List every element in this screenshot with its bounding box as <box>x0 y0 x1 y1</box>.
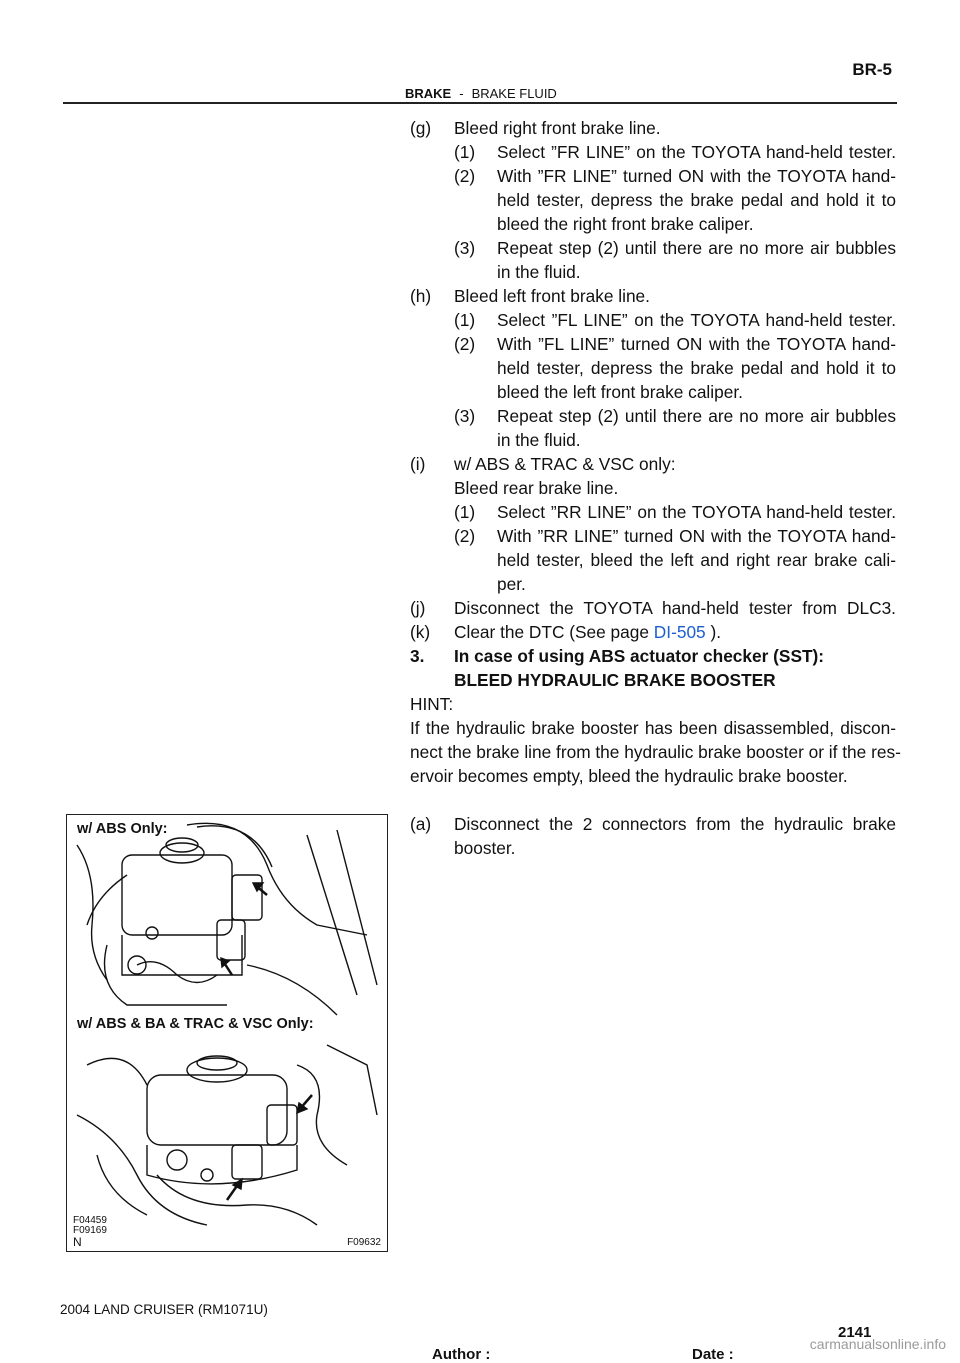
substep-label: (1) <box>454 502 476 522</box>
step-text: Bleed rear brake line. <box>454 478 619 498</box>
substep-label: (2) <box>454 166 476 186</box>
figure-label-abs-only: w/ ABS Only: <box>75 821 170 837</box>
substep-text: held tester, depress the brake pedal and… <box>497 190 896 210</box>
step-label: (i) <box>410 454 426 474</box>
substep-text: Select ”FL LINE” on the TOYOTA hand-held… <box>497 310 896 330</box>
hint-text: If the hydraulic brake booster has been … <box>410 718 896 738</box>
figure-code: N <box>73 1235 82 1249</box>
header-rule <box>63 102 897 104</box>
hint-label: HINT: <box>410 694 454 714</box>
substep-text: With ”FR LINE” turned ON with the TOYOTA… <box>497 166 896 186</box>
step-label: (a) <box>410 814 432 834</box>
step-label: (g) <box>410 118 432 138</box>
step-label: (j) <box>410 598 426 618</box>
substep-label: (1) <box>454 142 476 162</box>
step-text: booster. <box>454 838 516 858</box>
page-link-di505[interactable]: DI-505 <box>653 622 706 642</box>
figure-code: F09169 <box>73 1225 107 1236</box>
section-condition: In case of using ABS actuator checker (S… <box>454 646 825 666</box>
step-text: Disconnect the TOYOTA hand-held tester f… <box>454 598 896 618</box>
substep-text: Repeat step (2) until there are no more … <box>497 238 896 258</box>
section-heading: BLEED HYDRAULIC BRAKE BOOSTER <box>454 670 776 690</box>
substep-label: (2) <box>454 526 476 546</box>
substep-text: held tester, depress the brake pedal and… <box>497 358 896 378</box>
watermark: carmanualsonline.info <box>809 1336 946 1352</box>
substep-text: Repeat step (2) until there are no more … <box>497 406 896 426</box>
substep-text: bleed the left front brake caliper. <box>497 382 743 402</box>
substep-text: in the fluid. <box>497 430 581 450</box>
substep-label: (3) <box>454 406 476 426</box>
step-text-pre: Clear the DTC (See page <box>454 622 654 642</box>
section-dash: - <box>459 86 464 101</box>
step-text: w/ ABS & TRAC & VSC only: <box>454 454 676 474</box>
substep-label: (1) <box>454 310 476 330</box>
step-text: Bleed right front brake line. <box>454 118 661 138</box>
figure-brake-booster: w/ ABS Only: w/ ABS & BA & TRAC & VSC On… <box>66 814 388 1252</box>
figure-label-abs-ba-trac-vsc: w/ ABS & BA & TRAC & VSC Only: <box>75 1016 316 1032</box>
footer-model: 2004 LAND CRUISER (RM1071U) <box>60 1302 268 1317</box>
step-text: Disconnect the 2 connectors from the hyd… <box>454 814 896 834</box>
subsection-title: BRAKE FLUID <box>471 86 557 101</box>
section-header: BRAKE-BRAKE FLUID <box>405 86 557 101</box>
footer-folio: 2141 <box>838 1324 872 1341</box>
page-code: BR-5 <box>852 60 892 79</box>
figure-code-main: F09632 <box>347 1237 381 1248</box>
step-text: Bleed left front brake line. <box>454 286 650 306</box>
figure-code: F04459 <box>73 1215 107 1226</box>
substep-text: per. <box>497 574 526 594</box>
section-title: BRAKE <box>405 86 452 101</box>
hint-text: nect the brake line from the hydraulic b… <box>410 742 901 762</box>
step-text: Clear the DTC (See page DI-505 ). <box>454 621 721 643</box>
hint-text: ervoir becomes empty, bleed the hydrauli… <box>410 766 848 786</box>
step-label: (h) <box>410 286 432 306</box>
footer-date: Date : <box>692 1346 734 1363</box>
section-number: 3. <box>410 646 425 666</box>
substep-text: Select ”RR LINE” on the TOYOTA hand-held… <box>497 502 896 522</box>
figure-illustration <box>76 822 378 1226</box>
substep-text: in the fluid. <box>497 262 581 282</box>
substep-text: held tester, bleed the left and right re… <box>497 550 896 570</box>
substep-text: Select ”FR LINE” on the TOYOTA hand-held… <box>497 142 896 162</box>
footer-author: Author : <box>432 1346 491 1363</box>
substep-text: bleed the right front brake caliper. <box>497 214 754 234</box>
step-label: (k) <box>410 622 431 642</box>
substep-label: (3) <box>454 238 476 258</box>
substep-label: (2) <box>454 334 476 354</box>
substep-text: With ”FL LINE” turned ON with the TOYOTA… <box>497 334 896 354</box>
step-text-post: ). <box>705 622 722 642</box>
substep-text: With ”RR LINE” turned ON with the TOYOTA… <box>497 526 896 546</box>
